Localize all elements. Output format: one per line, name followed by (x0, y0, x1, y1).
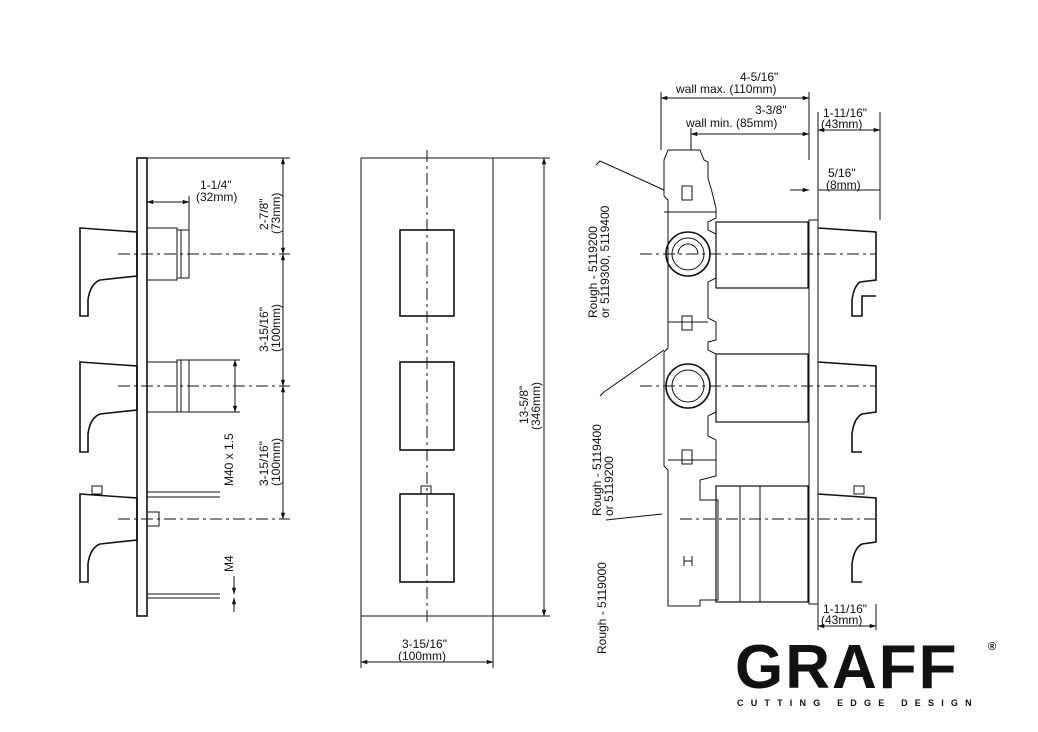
dim-wall-max: 4-5/16" (740, 70, 778, 84)
logo-registered: ® (988, 641, 996, 653)
dim-width-mm: (100mm) (398, 649, 446, 663)
rough-label-top-1: Rough - 5119200 (586, 226, 600, 318)
dim-plate-mm: (8mm) (826, 178, 861, 192)
dim-height-mm: (346mm) (529, 382, 543, 430)
dim-trim-depth-bottom-mm: (43mm) (821, 613, 862, 627)
dim-width: 3-15/16" (402, 637, 447, 651)
side-view: 1-1/4" (32mm) 2-7/8" (73mm) 3-15/16" (10… (79, 157, 290, 617)
dim-spacing-1: 3-15/16" (257, 307, 271, 352)
dim-trim-depth-top: 1-11/16" (823, 106, 867, 120)
rough-label-bottom: Rough - 5119000 (595, 562, 609, 654)
dim-side-depth: 1-1/4" (200, 178, 232, 192)
dim-thread: M40 x 1.5 (222, 433, 236, 486)
dim-height: 13-5/8" (517, 386, 531, 424)
dim-screw: M4 (222, 555, 236, 572)
rough-label-mid-2: or 5119200 (602, 456, 616, 516)
dim-spacing-2-mm: (100mm) (269, 438, 283, 486)
dim-wall-min: 3-3/8" (755, 103, 787, 117)
logo-tagline: CUTTING EDGE DESIGN (737, 698, 979, 708)
dim-trim-depth-bottom: 1-11/16" (823, 602, 867, 616)
dim-top-offset: 2-7/8" (257, 198, 271, 230)
dim-trim-depth-top-mm: (43mm) (821, 117, 862, 131)
dim-side-depth-mm: (32mm) (196, 190, 237, 204)
dim-top-offset-mm: (73mm) (269, 193, 283, 234)
rough-label-mid-1: Rough - 5119400 (590, 424, 604, 516)
front-view: 13-5/8" (346mm) 3-15/16" (100mm) (360, 150, 550, 668)
dim-spacing-2: 3-15/16" (257, 441, 271, 486)
dim-wall-max-label: wall max. (110mm) (675, 82, 776, 96)
graff-logo: GRAFF ® CUTTING EDGE DESIGN (735, 633, 996, 708)
dim-plate: 5/16" (828, 166, 856, 180)
dim-spacing-1-mm: (100mm) (269, 304, 283, 352)
rough-in-section: 4-5/16" wall max. (110mm) 3-3/8" wall mi… (586, 70, 881, 654)
rough-label-top-2: or 5119300, 5119400 (598, 205, 612, 318)
logo-brand: GRAFF (735, 633, 959, 702)
dim-wall-min-label: wall min. (85mm) (685, 116, 777, 130)
